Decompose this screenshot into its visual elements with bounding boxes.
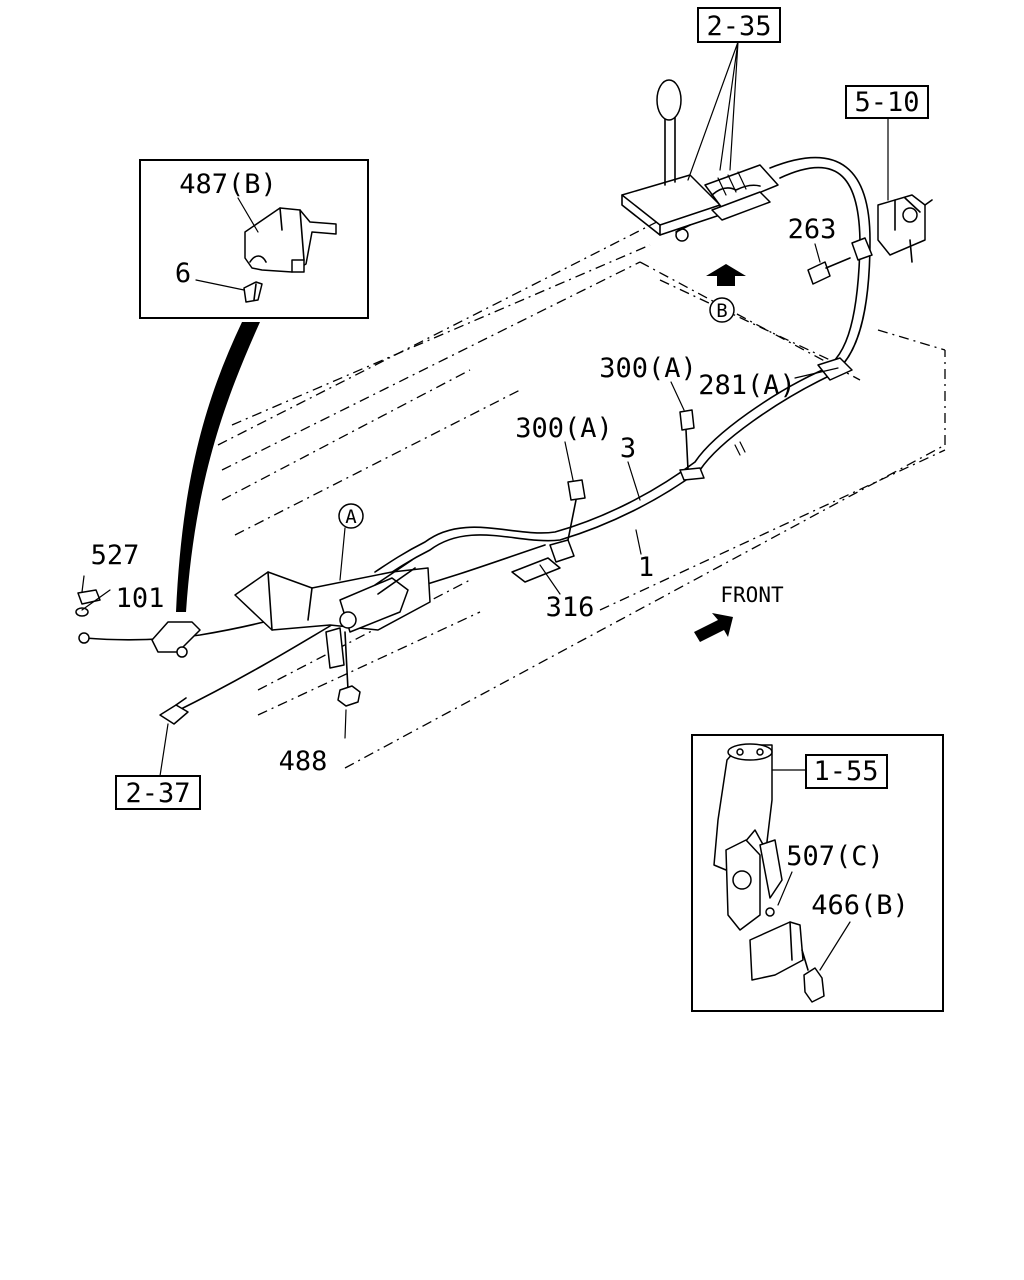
ref-2-37: 2-37 [125,778,190,809]
bracket-5-10 [877,194,933,263]
label-3: 3 [620,433,636,464]
ref-5-10: 5-10 [854,87,919,118]
nut-488 [337,685,361,707]
label-263: 263 [788,214,837,245]
arrow-b-icon [706,264,746,286]
label-507c: 507(C) [786,841,884,872]
label-487b: 487(B) [179,169,277,200]
ref-2-35: 2-35 [706,11,771,42]
marker-b-circle [709,297,735,323]
inset-bottom-right: 1-55 507(C) 466(B) [691,734,944,1012]
bolt-300a-right [679,409,705,481]
bolt-300a-left [549,479,586,563]
leader-lines [81,41,889,777]
clip-263 [851,237,873,261]
ref-box-2-35 [697,7,781,43]
bolt-263 [807,257,851,285]
label-466b: 466(B) [811,890,909,921]
label-6: 6 [175,258,191,289]
label-1: 1 [638,552,654,583]
label-281a: 281(A) [698,370,796,401]
cable-end-fitting [75,589,201,658]
marker-a-circle [338,503,364,529]
callout-sweep [176,322,260,612]
lever-bracket-assembly [234,559,431,691]
label-101: 101 [116,583,165,614]
inset-top-left: 487(B) 6 [139,159,369,319]
ref-box-5-10 [845,85,929,119]
bracket-316 [511,557,561,583]
cable-joint-2-37 [159,697,189,725]
label-527: 527 [91,540,140,571]
ref-box-2-37 [115,775,201,810]
marker-b: B [716,300,727,322]
ref-1-55: 1-55 [813,756,878,787]
floor-panel-outline [217,199,946,769]
shift-lever-assembly [621,79,779,242]
label-front: FRONT [720,583,784,607]
label-300a-right: 300(A) [599,353,697,384]
front-arrow-icon [694,613,733,642]
label-316: 316 [546,592,595,623]
label-488: 488 [279,746,328,777]
label-300a-left: 300(A) [515,413,613,444]
marker-a: A [345,506,357,528]
